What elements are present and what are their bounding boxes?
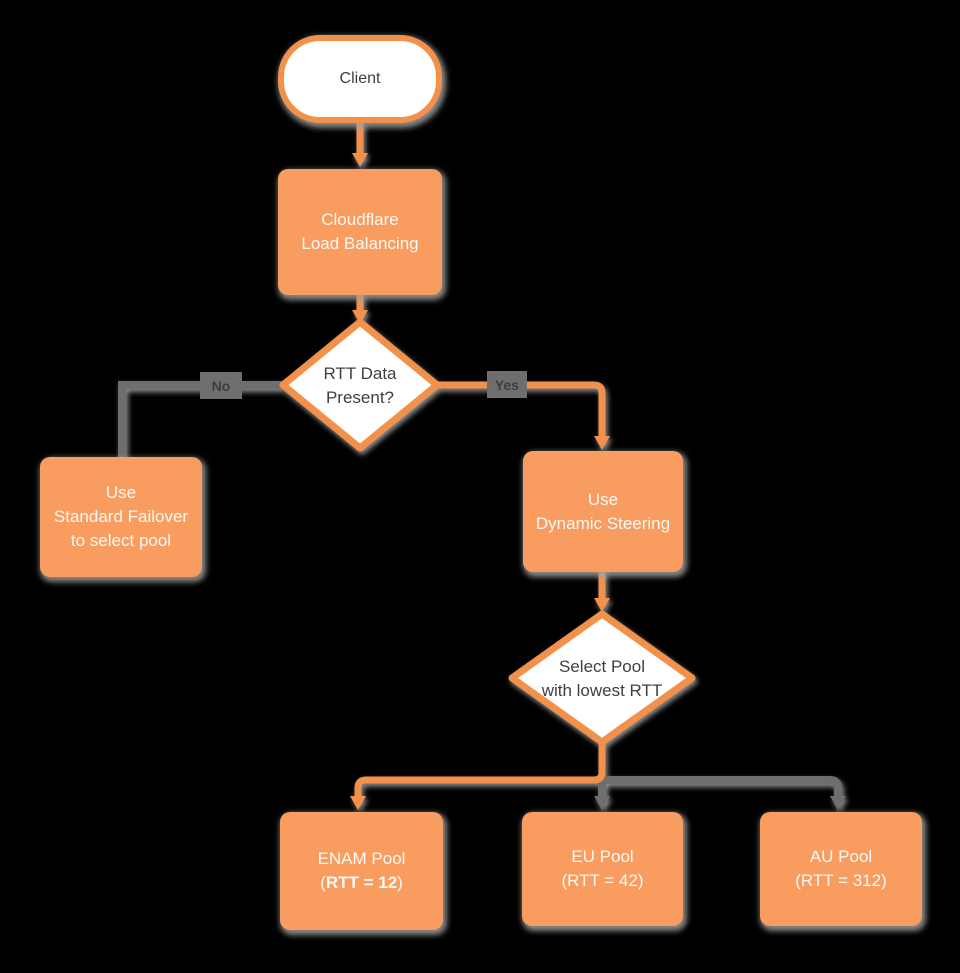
eu-pool-line2: (RTT = 42) [561,871,644,890]
enam-pool-line2: (RTT = 12) [320,871,403,895]
rtt-decision-diamond [279,318,441,452]
enam-pool-line1: ENAM Pool [317,849,406,868]
select-pool-diamond [508,610,696,746]
cloudflare-line2: Load Balancing [301,234,419,253]
arrowhead-au-pool [830,796,846,810]
arrowhead-rtt-decision [352,310,368,324]
eu-pool-line1: EU Pool [571,847,634,866]
enam-pool-node: ENAM Pool (RTT = 12) [280,812,443,930]
dynamic-steering-line2: Dynamic Steering [535,513,671,533]
edge-yes-branch [437,381,606,438]
standard-failover-line3: to select pool [70,531,172,550]
eu-pool-node: EU Pool (RTT = 42) [522,812,683,926]
client-node: Client [278,35,442,123]
no-edge-label: No [200,372,242,399]
standard-failover-line1: Use [105,483,137,502]
edge-to-au-pool [602,776,842,798]
au-pool-line1: AU Pool [809,847,873,866]
arrowhead-select-pool [594,598,610,612]
edge-to-enam-pool [354,741,606,798]
cloudflare-load-balancing-node: Cloudflare Load Balancing [278,169,442,295]
dynamic-steering-line1: Use [587,489,619,509]
enam-rtt-close-paren: ) [397,873,403,892]
enam-rtt-open-paren: ( [320,873,326,892]
cloudflare-line1: Cloudflare [321,210,399,229]
dynamic-steering-node: Use Dynamic Steering [523,451,683,572]
standard-failover-node: Use Standard Failover to select pool [40,457,202,577]
yes-edge-label: Yes [487,371,527,398]
arrowhead-eu-pool [594,796,610,810]
standard-failover-line2: Standard Failover [53,507,189,526]
client-label: Client [339,70,381,87]
enam-rtt-value: RTT = 12 [325,873,398,892]
au-pool-line2: (RTT = 312) [795,871,887,890]
au-pool-node: AU Pool (RTT = 312) [760,812,922,926]
arrowhead-dynamic-steering [594,436,610,450]
arrowhead-enam-pool [350,796,366,810]
arrowhead-loadbalancer [352,153,368,167]
